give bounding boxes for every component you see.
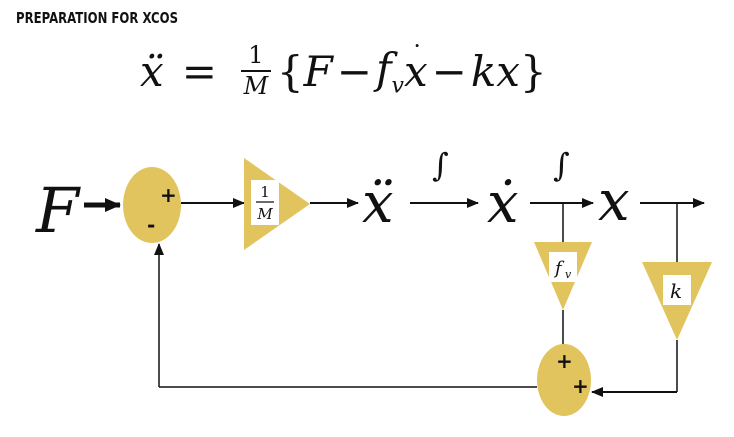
equation-fv: fv — [375, 43, 404, 99]
equation-xdot: ˙x — [403, 40, 428, 96]
integral-1-symbol: ∫ — [432, 146, 449, 184]
gain-fv-subscript: v — [565, 268, 572, 281]
equation-F: F — [303, 46, 333, 96]
equation-minus-1: − — [336, 46, 372, 96]
gain-M-numerator: 1 — [260, 183, 270, 201]
gain-M-denominator: M — [256, 205, 273, 223]
header-title: PREPARATION FOR XCOS — [16, 9, 179, 27]
signal-label-xdot: ẋ — [487, 171, 519, 236]
input-label-F: F — [35, 174, 81, 247]
sum2-plus-sign-top: + — [556, 349, 573, 373]
fraction-numerator: 1 — [248, 40, 264, 69]
fraction-bar — [240, 70, 271, 72]
equation: ẍ = 1 M { F − fv ˙x − kx } — [140, 36, 547, 106]
signal-label-x: x — [598, 169, 630, 234]
equation-equals: = — [181, 46, 217, 96]
gain-k-label: k — [670, 279, 682, 303]
equation-close-brace: } — [520, 46, 547, 96]
equation-open-brace: { — [276, 46, 304, 96]
gain-fv-label-box — [549, 252, 577, 282]
summing-junction-2 — [537, 344, 591, 416]
signal-label-xddot: ẍ — [362, 171, 394, 236]
equation-minus-2: − — [431, 46, 467, 96]
summing-junction-1 — [123, 167, 181, 243]
sum1-minus-sign: - — [147, 213, 155, 237]
equation-fv-sub: v — [391, 73, 404, 99]
equation-fraction: 1 M — [240, 40, 271, 100]
fraction-denominator: M — [243, 72, 269, 100]
equation-kx: kx — [470, 46, 520, 96]
sum1-plus-sign: + — [160, 183, 177, 207]
equation-lhs: ẍ — [140, 46, 164, 96]
sum2-plus-sign-right: + — [572, 374, 589, 398]
gain-k-label-box — [663, 275, 691, 305]
integral-2-symbol: ∫ — [553, 146, 570, 184]
